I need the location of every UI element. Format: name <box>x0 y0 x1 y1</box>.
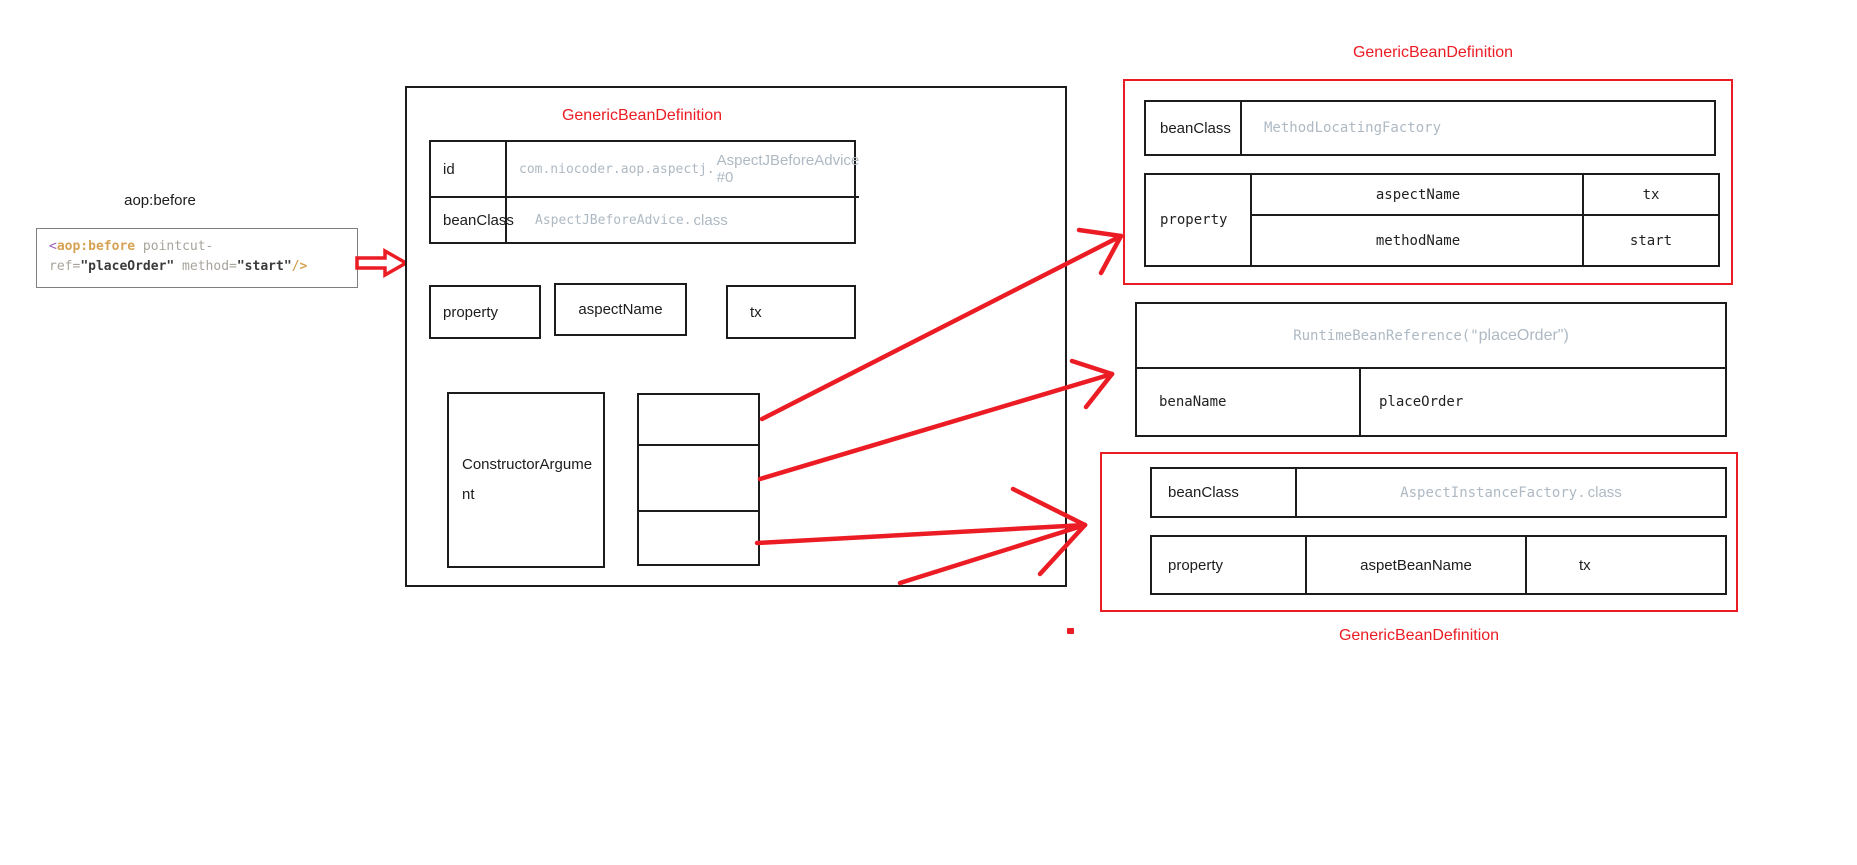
stack-divider-2 <box>639 510 758 512</box>
code-line-1: <aop:before pointcut- <box>49 237 357 257</box>
right-top-property-table: property aspectName tx methodName start <box>1144 173 1720 267</box>
rb-aspectbeanname-cell: aspetBeanName <box>1307 537 1527 593</box>
aspect-name-box: aspectName <box>554 283 687 336</box>
right-top-title: GenericBeanDefinition <box>1352 44 1514 61</box>
rb-property-label: property <box>1152 537 1307 593</box>
rb-beanclass-value-sans: class <box>1587 484 1622 501</box>
id-label: id <box>431 142 507 198</box>
id-value-class: AspectJBeforeAdvice #0 <box>716 152 860 186</box>
right-bottom-title: GenericBeanDefinition <box>1338 627 1500 644</box>
beanclass-value-sans: class <box>693 211 728 229</box>
code-token: pointcut- <box>135 239 214 254</box>
rt-aspectname-cell: aspectName <box>1252 175 1584 216</box>
main-box-title: GenericBeanDefinition <box>561 107 723 124</box>
beanclass-value-mono: AspectJBeforeAdvice. <box>535 212 692 228</box>
rb-beanclass-value: AspectInstanceFactory.class <box>1297 469 1725 516</box>
bean-name-label: benaName <box>1137 369 1361 435</box>
tx-box: tx <box>726 285 856 339</box>
code-token: "placeOrder" <box>80 259 175 274</box>
code-token: aop:before <box>56 239 136 254</box>
runtime-bean-reference-header: RuntimeBeanReference("placeOrder") <box>1137 304 1725 369</box>
rt-beanclass-value-text: MethodLocatingFactory <box>1264 120 1442 136</box>
id-value: com.niocoder.aop.aspectj.AspectJBeforeAd… <box>507 142 860 198</box>
constructor-argument-label: ConstructorArgument <box>462 456 593 503</box>
code-token: /> <box>291 259 308 274</box>
code-token: method= <box>174 259 237 274</box>
rt-methodname-cell: methodName <box>1375 232 1461 249</box>
rt-tx-cell: tx <box>1582 175 1718 216</box>
rb-tx-cell: tx <box>1579 556 1591 574</box>
runtime-bean-reference-row: benaName placeOrder <box>1137 369 1725 435</box>
right-top-beanclass-table: beanClass MethodLocatingFactory <box>1144 100 1716 156</box>
code-token: < <box>49 239 57 254</box>
beanclass-value: AspectJBeforeAdvice.class <box>507 198 859 242</box>
rb-beanclass-value-mono: AspectInstanceFactory. <box>1400 484 1586 501</box>
property-box: property <box>429 285 541 339</box>
rt-start-cell: start <box>1582 216 1718 265</box>
block-arrow-icon <box>355 247 410 279</box>
id-beanclass-table: id com.niocoder.aop.aspectj.AspectJBefor… <box>429 140 860 244</box>
right-bottom-beanclass-table: beanClass AspectInstanceFactory.class <box>1150 467 1727 518</box>
rt-beanclass-label: beanClass <box>1146 102 1242 154</box>
red-dot-mark <box>1067 628 1074 634</box>
rm-header-mono: RuntimeBeanReference(" <box>1293 327 1479 344</box>
runtime-bean-reference-box: RuntimeBeanReference("placeOrder") benaN… <box>1135 302 1727 437</box>
rt-property-label: property <box>1146 175 1252 265</box>
code-token: ref= <box>49 259 81 274</box>
beanclass-label: beanClass <box>431 198 514 242</box>
id-value-package: com.niocoder.aop.aspectj. <box>519 161 715 177</box>
stack-divider-1 <box>639 444 758 446</box>
aop-before-label: aop:before <box>124 192 196 209</box>
rt-beanclass-value: MethodLocatingFactory <box>1242 102 1714 154</box>
right-bottom-property-table: property aspetBeanName tx <box>1150 535 1727 595</box>
rm-header-sans: placeOrder") <box>1478 326 1569 344</box>
code-line-2: ref="placeOrder" method="start"/> <box>49 257 357 277</box>
constructor-argument-cell-stack <box>637 393 760 566</box>
rb-beanclass-label: beanClass <box>1152 469 1297 516</box>
bean-name-value: placeOrder <box>1379 394 1464 410</box>
code-token: "start" <box>236 259 292 274</box>
xml-code-snippet: <aop:before pointcut- ref="placeOrder" m… <box>36 228 358 288</box>
constructor-argument-box: ConstructorArgument <box>447 392 605 568</box>
